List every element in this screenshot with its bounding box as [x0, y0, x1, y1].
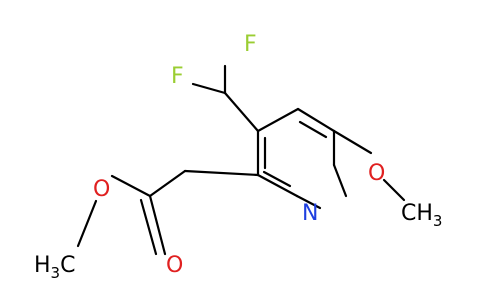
bond-n-c2-to-c2 [332, 163, 348, 198]
ch3-methoxy-main: CH [401, 201, 433, 226]
atom-label-layer: F F N O CH3 O O H3C [34, 32, 442, 282]
ch3-methoxy-sub: 3 [433, 212, 443, 230]
bond-o-ch3-ester [76, 199, 98, 248]
bond-c-o-carbonyl-inner [139, 198, 158, 256]
bond-c3-c2 [296, 107, 336, 133]
h3c-ester-c: C [60, 253, 75, 278]
bond-layer [76, 64, 406, 256]
bond-c2-o-methoxy [332, 129, 373, 155]
bond-ch2-c-carbonyl [148, 169, 187, 198]
atom-ch3-methoxy: CH3 [401, 201, 442, 230]
bond-c4-chf2 [223, 91, 260, 133]
bond-c-o-ester [110, 174, 152, 198]
bond-c4-c3 [256, 107, 300, 133]
atom-h3c-ester: H3C [34, 253, 75, 282]
bond-n-c6 [295, 194, 322, 210]
atom-o-ester: O [93, 177, 110, 202]
atom-f-left: F [171, 64, 184, 89]
h3c-ester-sub: 3 [51, 264, 61, 282]
bond-c5-ch2 [183, 169, 260, 177]
h3c-ester-h: H [34, 253, 51, 278]
atom-n-ring: N [302, 201, 318, 226]
bond-c6-c5 [256, 173, 299, 198]
bond-o-ch3-methoxy [382, 178, 406, 202]
bond-c6-c5-inner [262, 170, 292, 188]
atom-o-carbonyl: O [166, 253, 183, 278]
atom-f-top: F [244, 32, 257, 57]
bond-chf2-f-left [191, 82, 227, 95]
bond-c-o-carbonyl [148, 194, 167, 256]
atom-o-methoxy: O [368, 161, 385, 186]
bond-c3-c2-inner [298, 120, 328, 139]
